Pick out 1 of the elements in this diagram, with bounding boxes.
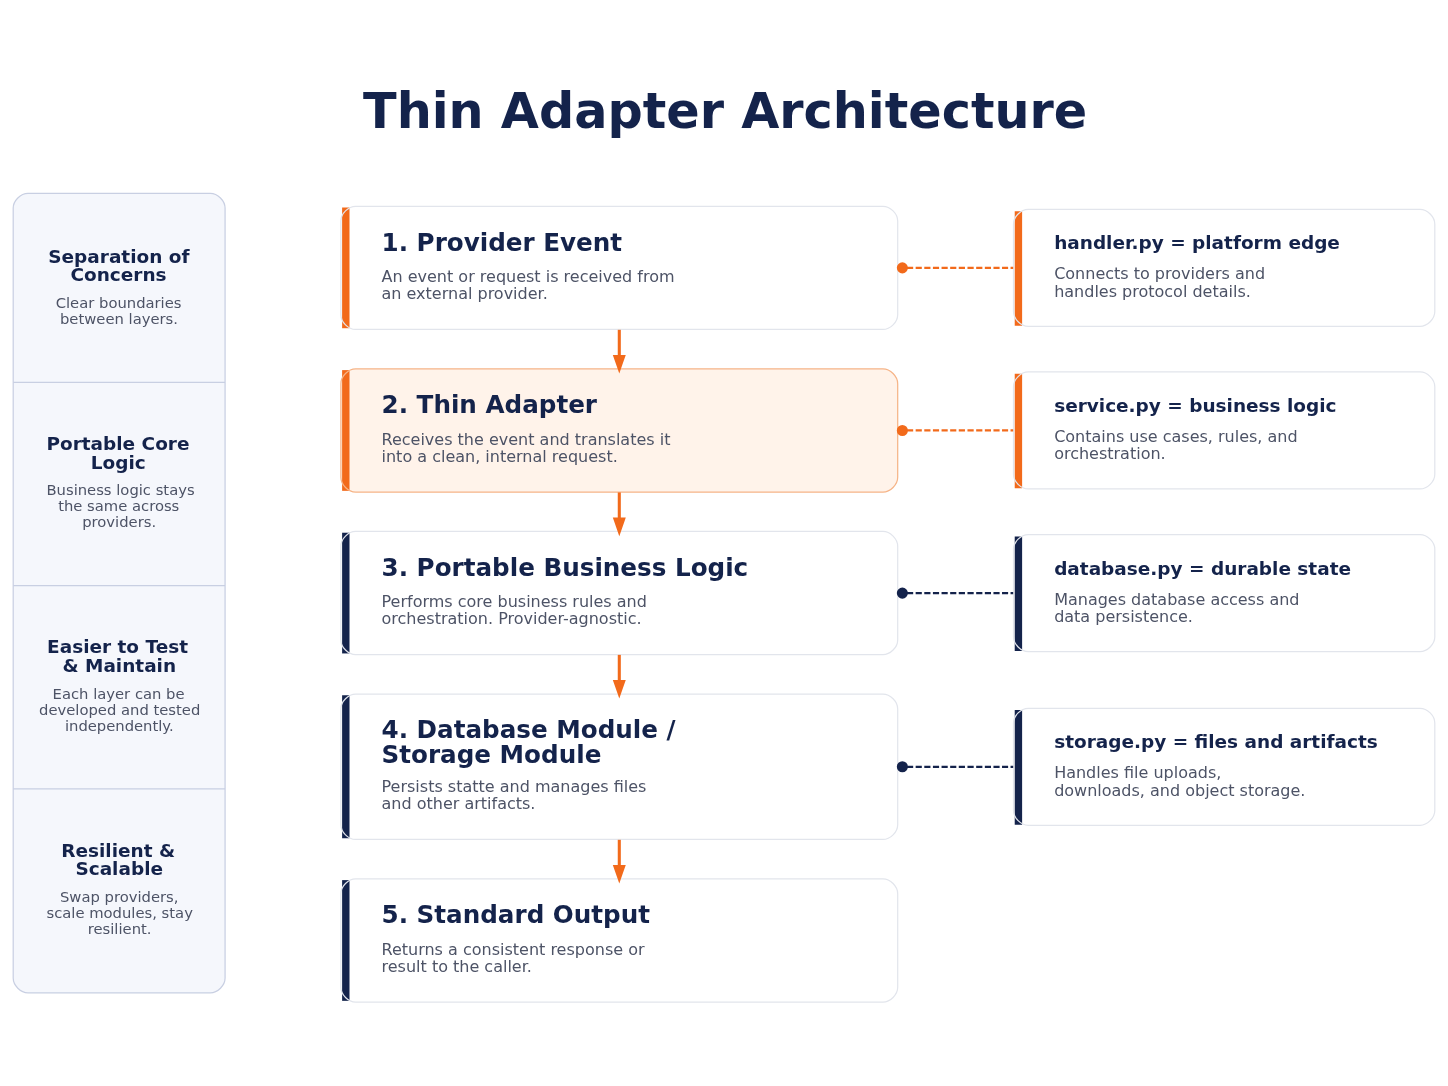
diagram-title: Thin Adapter Architecture	[363, 81, 1088, 140]
